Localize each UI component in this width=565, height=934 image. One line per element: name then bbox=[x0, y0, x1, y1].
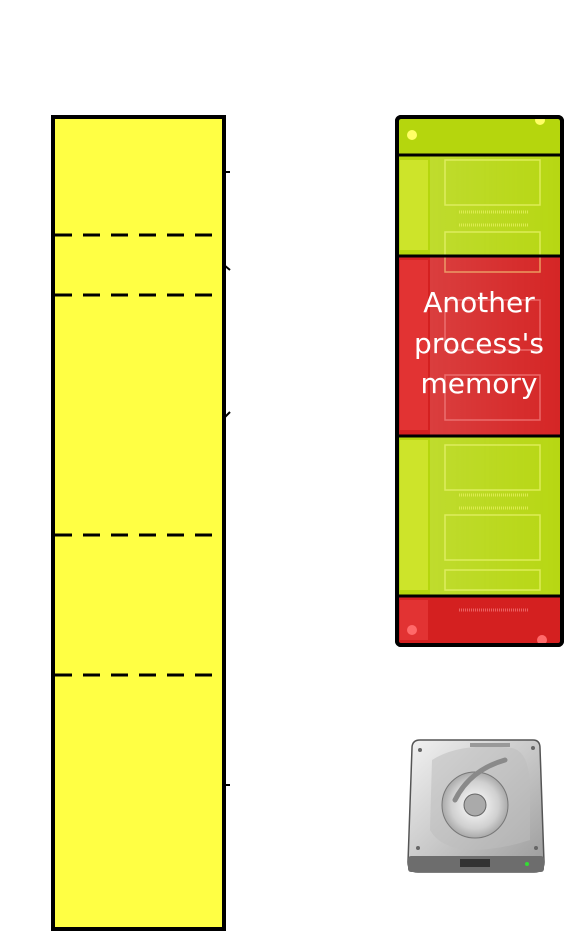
virtual-memory-block bbox=[51, 115, 226, 931]
other-process-label: process's bbox=[414, 327, 544, 360]
other-process-region-bottom bbox=[397, 596, 562, 645]
physical-memory-column: Another process's memory bbox=[395, 115, 564, 647]
ram-board-outline bbox=[395, 115, 564, 647]
ram-notch-dot bbox=[407, 130, 417, 140]
hard-disk-drive-icon bbox=[407, 739, 545, 873]
ram-chip-pattern bbox=[400, 155, 560, 640]
other-process-label: memory bbox=[421, 367, 538, 400]
edge-tick bbox=[223, 264, 231, 271]
virtual-memory-column bbox=[51, 115, 231, 931]
other-process-label: Another bbox=[423, 286, 535, 319]
edge-tick bbox=[223, 411, 231, 419]
ram-notch-dot bbox=[537, 635, 547, 645]
ram-notch-dot bbox=[407, 625, 417, 635]
